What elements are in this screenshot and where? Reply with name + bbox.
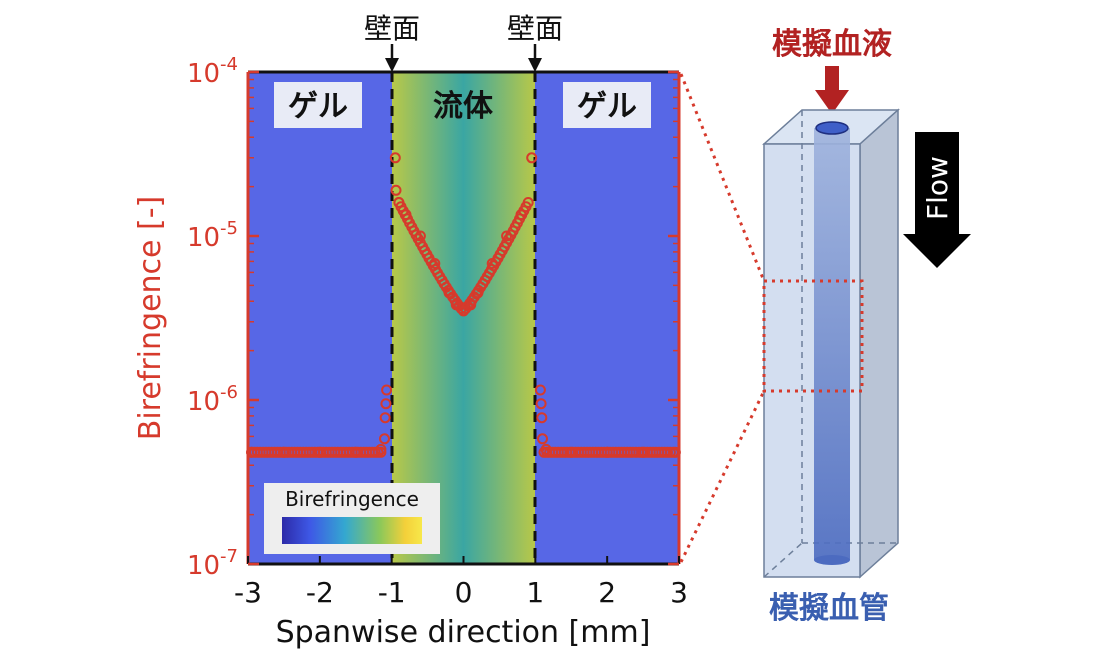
x-tick-label: -3	[234, 576, 262, 609]
channel-inlet-hole	[815, 121, 849, 135]
data-point	[455, 303, 467, 315]
x-tick-label: 0	[455, 576, 473, 609]
zoom-line-bottom	[679, 390, 766, 563]
data-point	[537, 433, 548, 445]
y-tick-label: 10-7	[187, 546, 238, 581]
gel-region-left	[248, 72, 392, 564]
y-tick-label: 10-4	[187, 54, 238, 89]
data-point	[379, 433, 390, 445]
y-ticks: 10-7 10-6 10-5 10-4	[187, 54, 679, 581]
y-tick-label: 10-6	[187, 382, 238, 417]
region-label-center: 流体	[433, 89, 494, 124]
inlet-arrowhead	[815, 90, 849, 114]
fluid-region	[392, 72, 535, 564]
region-label-left: ゲル	[288, 89, 348, 124]
zoom-line-top	[679, 73, 766, 282]
data-point	[380, 398, 392, 410]
wall-label-left: 壁面	[364, 12, 420, 45]
y-axis-label: Birefringence [-]	[133, 196, 168, 441]
x-axis-label: Spanwise direction [mm]	[276, 615, 651, 650]
colorbar-label: Birefringence	[285, 487, 419, 511]
inlet-arrow-shaft	[825, 66, 839, 92]
data-point	[526, 152, 538, 164]
x-tick-label: 1	[526, 576, 544, 609]
block-side-face	[859, 108, 899, 579]
region-label-right: ゲル	[577, 89, 637, 124]
data-point	[375, 446, 387, 458]
wall-arrowhead-left	[385, 58, 399, 72]
flow-label: Flow	[921, 156, 954, 220]
x-ticks: -3 -2 -1 0 1 2 3	[234, 556, 688, 609]
data-point	[381, 384, 393, 396]
vessel-label: 模擬血管	[769, 591, 889, 626]
data-point	[534, 384, 546, 396]
inlet-label: 模擬血液	[772, 27, 892, 62]
data-point	[520, 201, 532, 213]
channel-bottom	[814, 555, 850, 565]
data-point	[536, 412, 548, 424]
wall-label-right: 壁面	[507, 12, 563, 45]
wall-arrowhead-right	[528, 58, 542, 72]
colorbar-gradient	[282, 517, 422, 544]
y-tick-label: 10-5	[187, 218, 238, 253]
vessel-schematic: 模擬血液 Flow 模擬血管	[762, 27, 971, 626]
vessel-channel	[814, 128, 850, 560]
data-point	[379, 412, 391, 424]
flow-arrow-shaft	[915, 132, 959, 236]
zoom-box	[762, 279, 864, 393]
x-tick-label: -2	[306, 576, 334, 609]
gel-region-right	[535, 72, 679, 564]
x-tick-label: 3	[670, 576, 688, 609]
region-label-box-right	[563, 82, 651, 128]
flow-arrowhead	[903, 234, 971, 268]
data-point	[390, 184, 402, 196]
hidden-edge-diag	[763, 542, 803, 578]
data-point	[389, 152, 401, 164]
data-point	[535, 398, 547, 410]
region-label-box-left	[274, 82, 362, 128]
data-markers	[246, 152, 681, 458]
x-tick-label: -1	[378, 576, 406, 609]
x-tick-label: 2	[598, 576, 616, 609]
